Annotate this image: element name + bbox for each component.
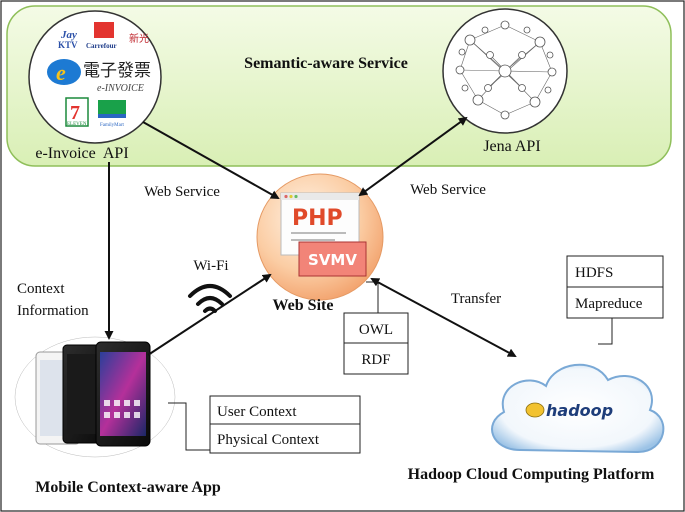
xinguang-logo-text: 新光 — [129, 32, 149, 45]
context-info-label-line1: Context — [17, 281, 65, 297]
context-connector — [168, 402, 210, 451]
cloud-icon — [491, 363, 665, 454]
context-info-label-line2: Information — [17, 303, 89, 319]
einvoice-latin-text: e-INVOICE — [97, 83, 144, 94]
mobile-app-label: Mobile Context-aware App — [35, 479, 221, 496]
format-owl: OWL — [359, 322, 393, 338]
e-logo-letter: e — [56, 60, 66, 85]
context-user: User Context — [217, 404, 297, 420]
wifi-icon — [188, 284, 232, 313]
seven-eleven-number: 7 — [70, 102, 80, 124]
familymart-logo — [98, 100, 126, 116]
phone-screen — [100, 352, 146, 436]
hadoop-platform-label: Hadoop Cloud Computing Platform — [408, 466, 655, 483]
hadoop-cloud-node: hadoop — [491, 363, 665, 454]
carrefour-logo — [94, 22, 114, 38]
jay-logo-text: Jay — [60, 29, 77, 41]
svmv-label: SVMV — [308, 251, 357, 269]
hadoop-elephant-icon — [525, 402, 545, 418]
web-service-right-label: Web Service — [410, 182, 486, 198]
einvoice-chinese-text: 電子發票 — [83, 61, 151, 81]
component-mapreduce: Mapreduce — [575, 296, 643, 312]
wifi-label: Wi-Fi — [193, 258, 228, 274]
component-hdfs: HDFS — [575, 265, 613, 281]
jena-api-node — [442, 8, 568, 134]
arrow-einvoice-to-website — [142, 121, 280, 199]
arrow-mobile-to-website — [147, 273, 272, 356]
familymart-logo-text: FamilyMart — [100, 123, 124, 128]
hadoop-logo-text: hadoop — [546, 401, 613, 420]
transfer-label: Transfer — [451, 291, 501, 307]
website-node: PHP SVMV — [256, 173, 384, 301]
seven-eleven-text: ELEVEN — [67, 122, 87, 127]
semantic-service-title: Semantic-aware Service — [244, 55, 408, 72]
einvoice-api-label: e-Invoice API — [35, 145, 128, 162]
e-logo-icon — [47, 59, 81, 85]
einvoice-api-node: Jay KTV Carrefour 新光 e 電子發票 e-INVOICE 7 … — [28, 10, 162, 144]
arrow-jena-website — [358, 116, 468, 197]
php-label: PHP — [292, 206, 343, 231]
context-physical: Physical Context — [217, 432, 320, 448]
seven-eleven-logo — [65, 97, 89, 127]
hadoop-components-connector — [598, 318, 613, 345]
jena-api-label: Jena API — [483, 138, 540, 155]
ktv-logo-text: KTV — [58, 40, 78, 50]
web-service-left-label: Web Service — [144, 184, 220, 200]
carrefour-logo-text: Carrefour — [86, 42, 117, 50]
svmv-badge — [298, 241, 367, 277]
arrow-website-hadoop — [370, 278, 517, 357]
format-rdf: RDF — [361, 352, 390, 368]
mobile-devices-image — [14, 336, 176, 458]
website-label: Web Site — [273, 297, 334, 314]
